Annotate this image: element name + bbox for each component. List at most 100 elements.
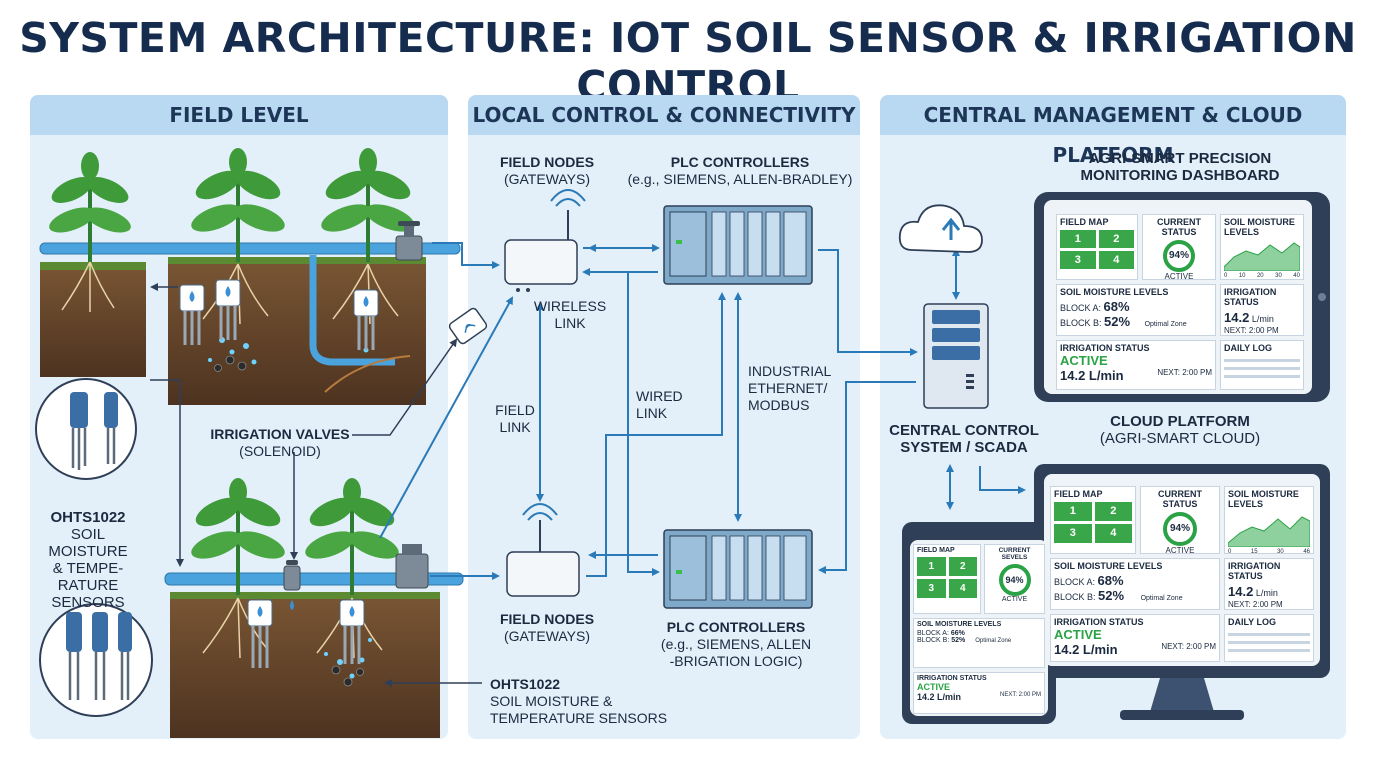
irrigation-status-wide-tile[interactable]: IRRIGATION STATUS ACTIVE 14.2 L/min NEXT… [1050, 614, 1220, 662]
daily-log-tile[interactable]: DAILY LOG [1224, 614, 1314, 662]
irrigation-status-tile[interactable]: IRRIGATION STATUS ACTIVE 14.2 L/min NEXT… [913, 672, 1045, 714]
dashboard-title-line: AGRI-SMART PRECISION [1088, 150, 1272, 167]
sensor-closeup-circle [35, 378, 137, 480]
block-a-value: 68% [1103, 299, 1130, 314]
soil-pebbles [214, 355, 364, 687]
status-text: ACTIVE [1001, 596, 1028, 603]
next-schedule: NEXT: 2:00 PM [999, 692, 1041, 698]
field-block[interactable]: 1 [1060, 230, 1096, 248]
flow-value: 14.2 L/min [1060, 368, 1124, 383]
field-block[interactable]: 1 [1054, 502, 1092, 521]
field-map-tile[interactable]: FIELD MAP 1 2 3 4 [1056, 214, 1138, 280]
tile-title: SOIL MOISTURE LEVELS [917, 621, 1002, 628]
daily-log-tile[interactable]: DAILY LOG [1220, 340, 1304, 390]
field-block[interactable]: 2 [1098, 230, 1134, 248]
field-block[interactable]: 2 [948, 557, 977, 576]
block-a-value: 66% [950, 630, 965, 637]
tile-title: IRRIGATION STATUS [917, 675, 987, 682]
plant-icon [191, 148, 285, 262]
irrigation-valves-label: IRRIGATION VALVES (SOLENOID) [200, 426, 360, 460]
plant-icon [305, 478, 399, 595]
sensor-desc-line: TEMPERATURE SENSORS [490, 710, 668, 726]
tile-title: IRRIGATION STATUS [1224, 287, 1277, 307]
block-a-label: BLOCK A: [917, 630, 949, 637]
field-block[interactable]: 3 [917, 579, 946, 598]
link-label-line: WIRELESS [533, 298, 607, 314]
block-b-value: 52% [1098, 588, 1125, 603]
drip-line [309, 255, 395, 366]
field-block[interactable]: 4 [948, 579, 977, 598]
field-block[interactable]: 4 [1094, 524, 1132, 543]
field-map-tile[interactable]: FIELD MAP 1 2 3 4 [913, 544, 981, 614]
link-label-line: LINK [636, 405, 668, 421]
field-nodes-subtitle: (GATEWAYS) [503, 628, 591, 644]
field-block[interactable]: 3 [1054, 524, 1092, 543]
tile-title: DAILY LOG [1228, 617, 1277, 627]
pointer-arrows [150, 283, 482, 687]
sensor-label-left: OHTS1022 SOIL MOISTURE & TEMPE- RATURE S… [30, 509, 146, 611]
tile-title: SOIL MOISTURE LEVELS [1060, 287, 1169, 297]
irrigation-pipe-top [39, 242, 461, 255]
current-status-tile[interactable]: CURRENT STATUS 94% ACTIVE [1140, 486, 1220, 555]
axis-tick: 30 [1277, 549, 1284, 555]
flow-value: 14.2 [1224, 310, 1250, 325]
field-block[interactable]: 1 [917, 557, 946, 576]
next-schedule: NEXT: 2:00 PM [1228, 600, 1283, 609]
field-nodes-bottom-label: FIELD NODES (GATEWAYS) [482, 611, 612, 645]
field-nodes-title: FIELD NODES [499, 611, 595, 627]
field-block[interactable]: 3 [1060, 251, 1096, 269]
irrigation-status-tile[interactable]: IRRIGATION STATUS 14.2 L/min NEXT: 2:00 … [1220, 284, 1304, 336]
current-status-tile[interactable]: CURRENT SEVELS 94% ACTIVE [984, 544, 1045, 614]
link-label-line: LINK [554, 315, 586, 331]
link-label-line: FIELD [495, 402, 535, 418]
plant-icon [191, 478, 285, 595]
tile-title: IRRIGATION STATUS [1228, 561, 1281, 581]
flow-value: 14.2 L/min [1054, 642, 1118, 657]
status-gauge: 94% [998, 564, 1031, 596]
plc-top-label: PLC CONTROLLERS (e.g., SIEMENS, ALLEN-BR… [620, 154, 860, 188]
wired-link-label: WIRED LINK [636, 388, 696, 422]
area-sparkline [1227, 516, 1311, 548]
axis-tick: 0 [1228, 549, 1232, 555]
plant-icon [49, 152, 131, 262]
soil-levels-blocks-tile[interactable]: SOIL MOISTURE LEVELS BLOCK A: 68% BLOCK … [1050, 558, 1220, 610]
plc-subtitle: -BRIGATION LOGIC) [669, 653, 803, 669]
axis-tick: 10 [1238, 273, 1246, 279]
soil-sample-block [40, 262, 146, 377]
soil-levels-blocks-tile[interactable]: SOIL MOISTURE LEVELS BLOCK A: 68% BLOCK … [1056, 284, 1216, 336]
soil-sensor-icon [179, 284, 205, 345]
plc-subtitle: (e.g., SIEMENS, ALLEN [660, 636, 812, 652]
tablet-home-button [1318, 293, 1326, 301]
tile-title: IRRIGATION STATUS [1060, 343, 1150, 353]
field-block[interactable]: 2 [1094, 502, 1132, 521]
field-nodes-title: FIELD NODES [499, 154, 595, 170]
field-block[interactable]: 4 [1098, 251, 1134, 269]
field-level-heading: FIELD LEVEL [30, 95, 448, 135]
plc-subtitle: (e.g., SIEMENS, ALLEN-BRADLEY) [627, 171, 853, 187]
status-gauge: 94% [1163, 512, 1197, 546]
central-management-heading: CENTRAL MANAGEMENT & CLOUD PLATFORM [880, 95, 1346, 167]
local-control-heading: LOCAL CONTROL & CONNECTIVITY [468, 95, 860, 135]
tile-title: FIELD MAP [1060, 217, 1109, 227]
tile-title: CURRENT STATUS [1157, 217, 1201, 237]
sensor-cable [324, 355, 411, 393]
scada-title-line: SYSTEM / SCADA [900, 439, 1028, 456]
gateway-top-icon [504, 189, 586, 292]
optimal-zone-label: Optimal Zone [975, 638, 1012, 644]
irrigation-status-tile[interactable]: IRRIGATION STATUS 14.2 L/min NEXT: 2:00 … [1224, 558, 1314, 610]
soil-sensor-icon [353, 289, 379, 350]
dashboard-main: FIELD MAP 1 2 3 4 CURRENT STATUS 94% ACT… [1044, 200, 1312, 394]
current-status-tile[interactable]: CURRENT STATUS 94% ACTIVE [1142, 214, 1216, 281]
irrigation-status-wide-tile[interactable]: IRRIGATION STATUS ACTIVE 14.2 L/min NEXT… [1056, 340, 1216, 390]
flow-value: 14.2 L/min [917, 692, 962, 702]
axis-tick: 0 [1224, 273, 1228, 279]
tile-title: FIELD MAP [917, 547, 955, 554]
valve-icon [283, 560, 301, 591]
soil-levels-blocks-tile[interactable]: SOIL MOISTURE LEVELS BLOCK A: 66% BLOCK … [913, 618, 1045, 668]
sensor-closeup-circle [39, 603, 153, 717]
optimal-zone-label: Optimal Zone [1140, 595, 1183, 602]
field-map-tile[interactable]: FIELD MAP 1 2 3 4 [1050, 486, 1136, 554]
tile-title: SOIL MOISTURE LEVELS [1228, 489, 1299, 509]
